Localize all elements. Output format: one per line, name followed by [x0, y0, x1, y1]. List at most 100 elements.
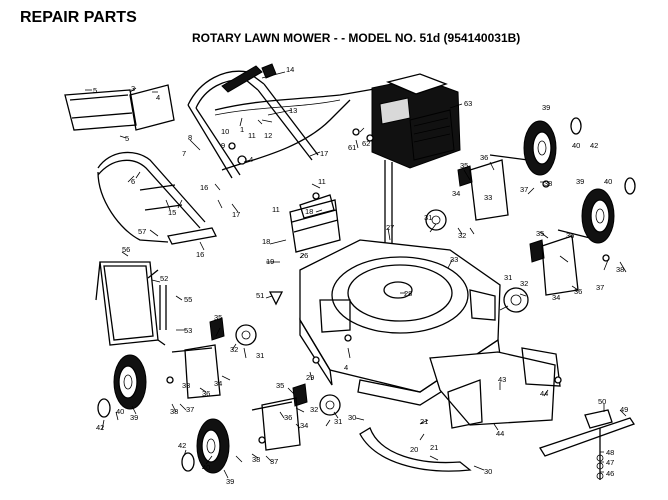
callout-44a: 44 — [540, 389, 548, 398]
callout-36e: 36 — [284, 413, 292, 422]
callout-39a: 39 — [542, 103, 550, 112]
wheel-front-right — [581, 188, 615, 244]
callout-42a: 42 — [590, 141, 598, 150]
callout-62: 62 — [362, 139, 370, 148]
callout-11: 10 — [221, 127, 229, 136]
callout-42c: 42 — [178, 441, 186, 450]
callout-61: 61 — [348, 143, 356, 152]
callout-37c: 37 — [186, 405, 194, 414]
height-adjuster-rear-left — [171, 317, 225, 399]
callout-37b: 37 — [596, 283, 604, 292]
callout-30: 33 — [450, 255, 458, 264]
callout-23b: 18 — [305, 207, 313, 216]
height-adjuster-front-left — [251, 383, 308, 451]
callout-49: 49 — [620, 405, 628, 414]
callout-39b: 39 — [576, 177, 584, 186]
callout-22b: 21 — [430, 443, 438, 452]
callout-58: 57 — [138, 227, 146, 236]
callout-38d: 38 — [252, 455, 260, 464]
callout-35c: 35 — [214, 313, 222, 322]
callout-19b: 17 — [232, 210, 240, 219]
callout-33b: 33 — [182, 381, 190, 390]
callout-39c: 39 — [130, 413, 138, 422]
callout-32b: 32 — [520, 279, 528, 288]
callout-31b: 31 — [504, 273, 512, 282]
callout-34a: 34 — [452, 189, 460, 198]
wheels — [97, 117, 636, 474]
callout-10: 9 — [221, 141, 225, 150]
callout-40a: 40 — [572, 141, 580, 150]
callout-5a: 4 — [249, 155, 253, 164]
page-title: REPAIR PARTS — [20, 9, 137, 26]
handle-panel — [64, 84, 175, 131]
wheel-front-left — [196, 418, 230, 474]
callout-12a: 11 — [248, 131, 256, 140]
callout-53: 52 — [160, 274, 168, 283]
callout-31a: 31 — [424, 213, 432, 222]
callout-36c: 36 — [574, 287, 582, 296]
callout-22a: 21 — [420, 417, 428, 426]
callout-55: 53 — [184, 326, 192, 335]
mower-deck — [299, 239, 501, 406]
callout-9: 8 — [188, 133, 192, 142]
callout-40c: 40 — [116, 407, 124, 416]
callout-25: 27 — [386, 223, 394, 232]
lower-handle — [97, 151, 217, 245]
rear-deflector — [289, 194, 341, 253]
callout-14: 13 — [289, 106, 297, 115]
callout-29: 29 — [306, 373, 314, 382]
adjuster-gears — [235, 209, 529, 416]
callout-24: 26 — [300, 251, 308, 260]
callout-15: 14 — [286, 65, 294, 74]
callout-32a: 32 — [458, 231, 466, 240]
callout-50: 50 — [598, 397, 606, 406]
callout-28a: 30 — [348, 413, 356, 422]
callout-47: 47 — [606, 458, 614, 467]
callout-48: 48 — [606, 448, 614, 457]
callout-6b: 5 — [125, 134, 129, 143]
callout-5b: 4 — [344, 363, 348, 372]
callout-43: 43 — [498, 375, 506, 384]
callout-36a: 36 — [480, 153, 488, 162]
callout-8: 7 — [182, 149, 186, 158]
height-adjuster-front-right — [529, 229, 599, 296]
callout-34d: 34 — [300, 421, 308, 430]
callout-46: 46 — [606, 469, 614, 478]
callout-40d: 40 — [202, 463, 210, 472]
callout-7: 6 — [131, 177, 135, 186]
leader-lines — [85, 71, 627, 479]
fasteners — [147, 128, 610, 444]
side-chute — [429, 347, 561, 429]
callout-20: 20 — [410, 445, 418, 454]
callout-44b: 44 — [496, 429, 504, 438]
callout-31d: 31 — [334, 417, 342, 426]
grass-bag-frame — [95, 261, 166, 346]
callout-36d: 36 — [202, 389, 210, 398]
callout-6a: 5 — [93, 86, 97, 95]
callout-4: 4 — [156, 93, 160, 102]
callout-16: 15 — [168, 208, 176, 217]
callout-31c: 31 — [256, 351, 264, 360]
model-subtitle: ROTARY LAWN MOWER - - MODEL NO. 51d (954… — [192, 31, 521, 45]
callout-37d: 37 — [270, 457, 278, 466]
callout-56: 55 — [184, 295, 192, 304]
callout-34c: 34 — [214, 379, 222, 388]
callout-42b: 42 — [96, 423, 104, 432]
callout-23a: 18 — [262, 237, 270, 246]
callout-32c: 32 — [230, 345, 238, 354]
callout-63: 63 — [464, 99, 472, 108]
callout-37a: 37 — [520, 185, 528, 194]
callout-12c: 11 — [318, 177, 326, 186]
callout-57: 56 — [122, 245, 130, 254]
callout-52: 51 — [256, 291, 264, 300]
callout-28b: 30 — [484, 467, 492, 476]
wheel-rear-left — [113, 354, 147, 410]
hubcaps — [97, 117, 636, 472]
callout-38c: 38 — [170, 407, 178, 416]
callout-38a: 38 — [544, 179, 552, 188]
callout-labels: 5 3 4 5 8 7 10 1 9 4 14 13 12 11 17 6 16… — [93, 65, 628, 486]
callout-13: 12 — [264, 131, 272, 140]
callout-34b: 34 — [552, 293, 560, 302]
callout-35a: 35 — [460, 161, 468, 170]
